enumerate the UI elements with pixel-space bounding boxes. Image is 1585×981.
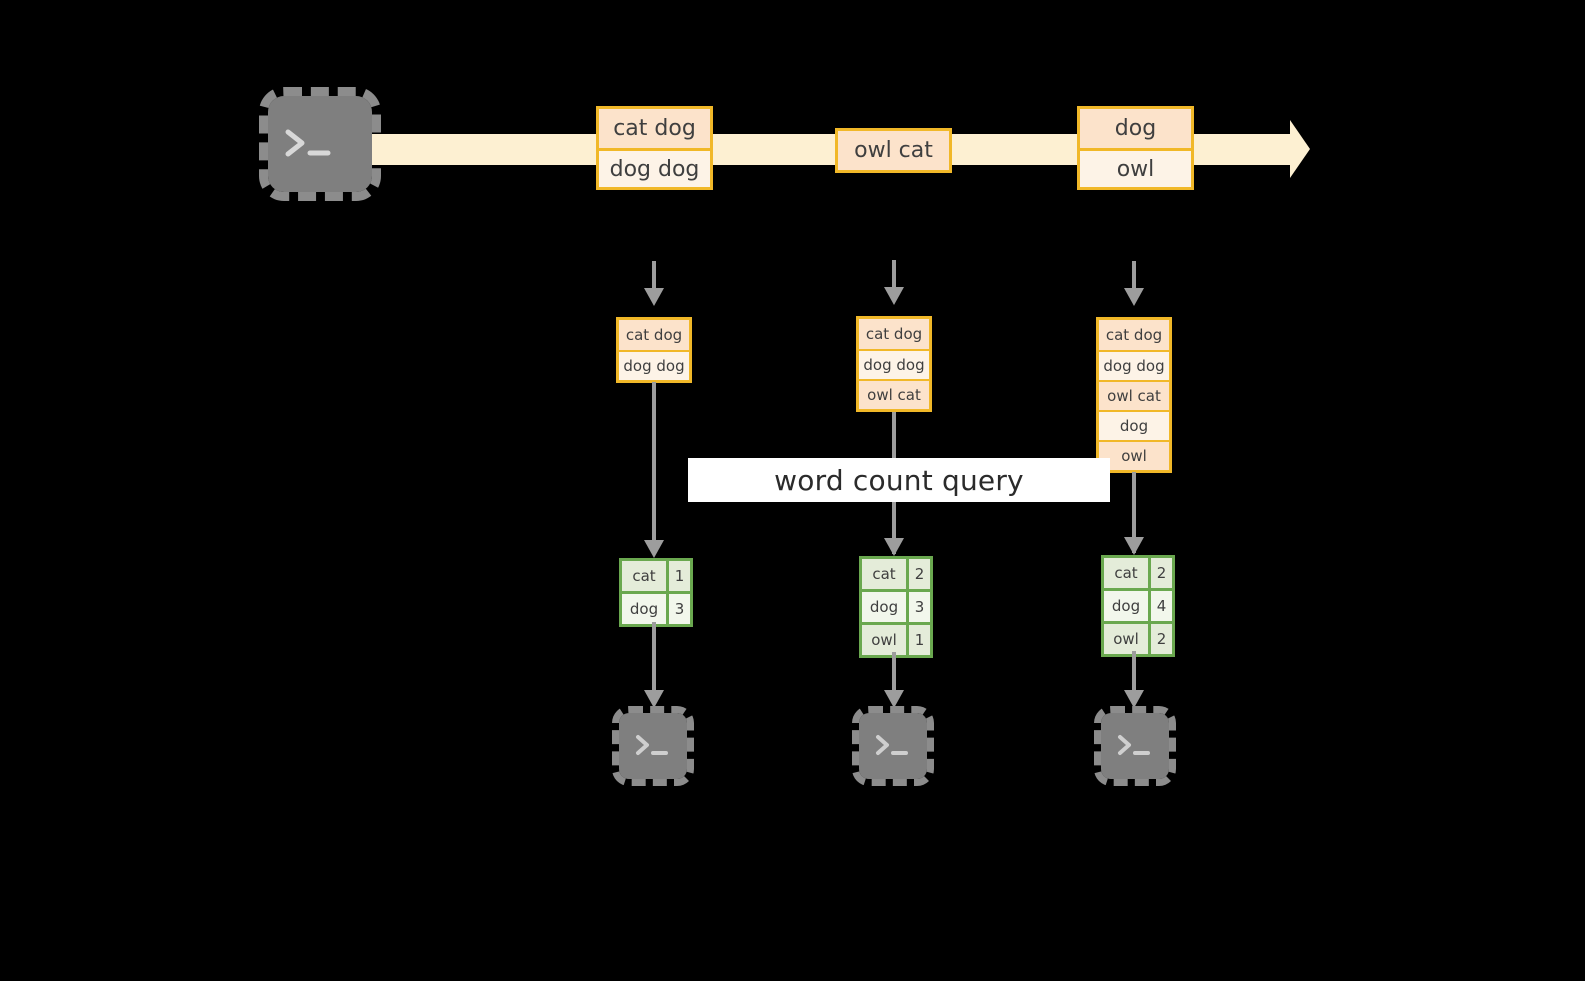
snapshot-line: cat dog [1099, 320, 1169, 350]
result-word: dog [862, 592, 906, 622]
result-count: 3 [666, 594, 690, 624]
sink-arrowhead-1-icon [644, 690, 664, 708]
result-count: 1 [666, 561, 690, 591]
dashed-arrowhead-3-icon [1124, 288, 1144, 306]
result-word: owl [1104, 624, 1148, 654]
query-arrowhead-1-icon [644, 540, 664, 558]
stream-time-arrowhead-icon [1290, 120, 1310, 178]
dashed-connector-3 [1132, 261, 1136, 289]
table-row: owl 2 [1104, 621, 1172, 654]
result-table-2: cat 2 dog 3 owl 1 [859, 556, 933, 658]
result-count: 2 [1148, 558, 1172, 588]
source-terminal-icon [259, 87, 381, 201]
result-word: owl [862, 625, 906, 655]
query-banner: word count query [688, 458, 1110, 502]
query-banner-label: word count query [774, 463, 1024, 497]
result-count: 2 [906, 559, 930, 589]
terminal-prompt-icon [1101, 713, 1169, 779]
result-word: dog [622, 594, 666, 624]
sink-connector-2 [892, 652, 896, 692]
table-row: owl 1 [862, 622, 930, 655]
snapshot-line: owl cat [859, 379, 929, 409]
timeline-batch-2: owl cat [835, 128, 952, 173]
dashed-arrowhead-2-icon [884, 287, 904, 305]
result-table-3: cat 2 dog 4 owl 2 [1101, 555, 1175, 657]
snapshot-line: dog dog [619, 350, 689, 380]
result-count: 3 [906, 592, 930, 622]
result-count: 4 [1148, 591, 1172, 621]
terminal-prompt-icon [619, 713, 687, 779]
result-word: cat [862, 559, 906, 589]
table-row: cat 2 [862, 559, 930, 589]
sink-terminal-icon-1 [612, 706, 694, 786]
result-table-1: cat 1 dog 3 [619, 558, 693, 627]
terminal-prompt-icon [268, 96, 372, 192]
sink-arrowhead-3-icon [1124, 690, 1144, 708]
query-arrowhead-2-icon [884, 538, 904, 556]
snapshot-table-1: cat dog dog dog [616, 317, 692, 383]
result-count: 2 [1148, 624, 1172, 654]
batch-line: dog dog [599, 148, 710, 187]
query-connector-3 [1132, 472, 1136, 553]
snapshot-line: owl cat [1099, 380, 1169, 410]
snapshot-line: dog dog [1099, 350, 1169, 380]
query-connector-1 [652, 382, 656, 554]
table-row: dog 3 [622, 591, 690, 624]
batch-line: dog [1080, 109, 1191, 148]
dashed-connector-2 [892, 260, 896, 288]
batch-line: owl [1080, 148, 1191, 187]
batch-line: cat dog [599, 109, 710, 148]
table-row: cat 2 [1104, 558, 1172, 588]
dashed-arrowhead-1-icon [644, 288, 664, 306]
sink-terminal-icon-3 [1094, 706, 1176, 786]
snapshot-line: dog [1099, 410, 1169, 440]
sink-connector-1 [652, 622, 656, 692]
sink-connector-3 [1132, 651, 1136, 692]
query-arrowhead-3-icon [1124, 537, 1144, 555]
table-row: dog 4 [1104, 588, 1172, 621]
timeline-batch-3: dog owl [1077, 106, 1194, 190]
batch-line: owl cat [838, 131, 949, 170]
result-word: dog [1104, 591, 1148, 621]
snapshot-line: dog dog [859, 349, 929, 379]
snapshot-line: owl [1099, 440, 1169, 470]
result-word: cat [622, 561, 666, 591]
snapshot-table-2: cat dog dog dog owl cat [856, 316, 932, 412]
table-row: cat 1 [622, 561, 690, 591]
sink-arrowhead-2-icon [884, 690, 904, 708]
result-count: 1 [906, 625, 930, 655]
table-row: dog 3 [862, 589, 930, 622]
dashed-connector-1 [652, 261, 656, 289]
snapshot-line: cat dog [859, 319, 929, 349]
terminal-prompt-icon [859, 713, 927, 779]
result-word: cat [1104, 558, 1148, 588]
snapshot-table-3: cat dog dog dog owl cat dog owl [1096, 317, 1172, 473]
sink-terminal-icon-2 [852, 706, 934, 786]
snapshot-line: cat dog [619, 320, 689, 350]
timeline-batch-1: cat dog dog dog [596, 106, 713, 190]
